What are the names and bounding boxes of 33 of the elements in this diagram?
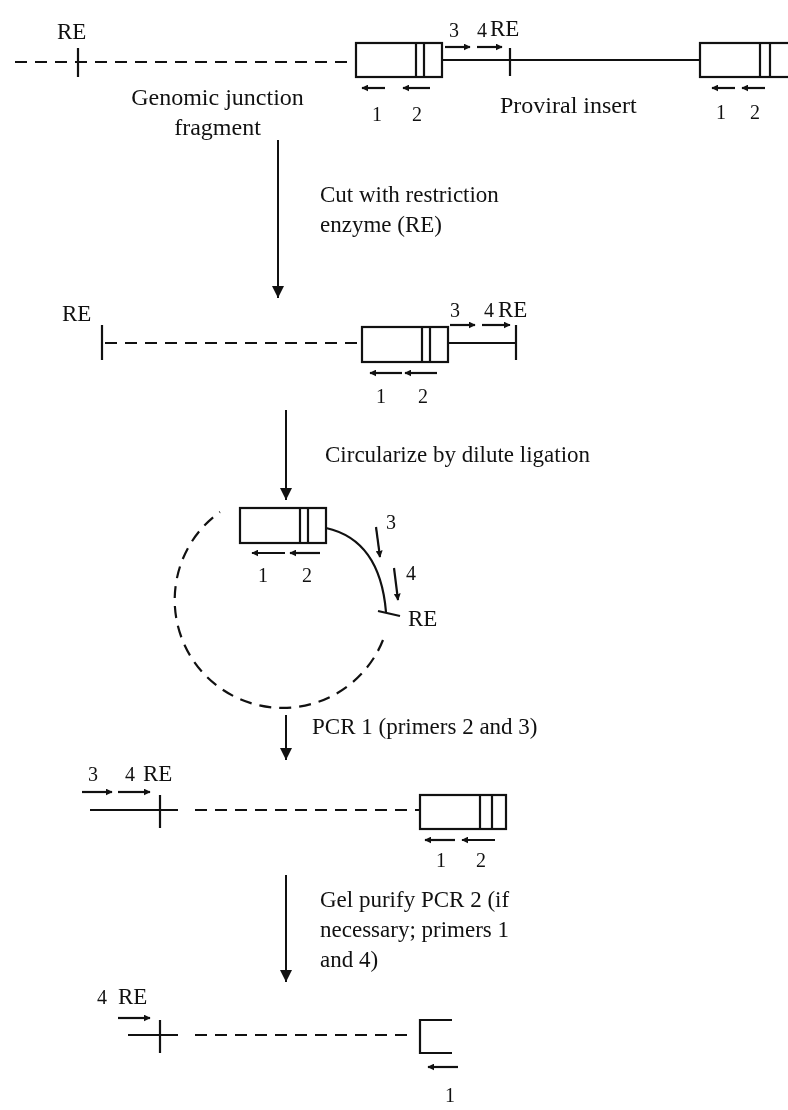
primer-number: 1 (376, 386, 386, 406)
primer-number: 3 (386, 512, 396, 532)
primer-number: 3 (449, 20, 459, 40)
site-label: RE (118, 985, 148, 1008)
region-label: Genomic junction fragment (130, 83, 305, 142)
primer-number: 4 (477, 20, 487, 40)
arrow (280, 409, 292, 501)
site-label: RE (143, 762, 173, 785)
region-label: Proviral insert (500, 93, 637, 117)
primer-number: 4 (97, 987, 107, 1007)
primer-number: 4 (125, 764, 135, 784)
primer-number: 2 (412, 104, 422, 124)
site-label: RE (408, 607, 438, 630)
primer-number: 3 (450, 300, 460, 320)
primer-number: 4 (406, 563, 416, 583)
site-label: RE (498, 298, 528, 321)
arrow (280, 874, 292, 983)
primer-number: 1 (372, 104, 382, 124)
arrow (272, 139, 284, 299)
site-label: RE (57, 20, 87, 43)
primer-number: 1 (258, 565, 268, 585)
site-label: RE (490, 17, 520, 40)
primer-number: 3 (88, 764, 98, 784)
site-label: RE (62, 302, 92, 325)
primer-number: 2 (418, 386, 428, 406)
primer-number: 1 (445, 1085, 455, 1105)
primer-number: 2 (750, 102, 760, 122)
primer-number: 1 (716, 102, 726, 122)
primer-number: 4 (484, 300, 494, 320)
primer-number: 1 (436, 850, 446, 870)
arrow (280, 714, 292, 761)
primer-number: 2 (476, 850, 486, 870)
primer-number: 2 (302, 565, 312, 585)
